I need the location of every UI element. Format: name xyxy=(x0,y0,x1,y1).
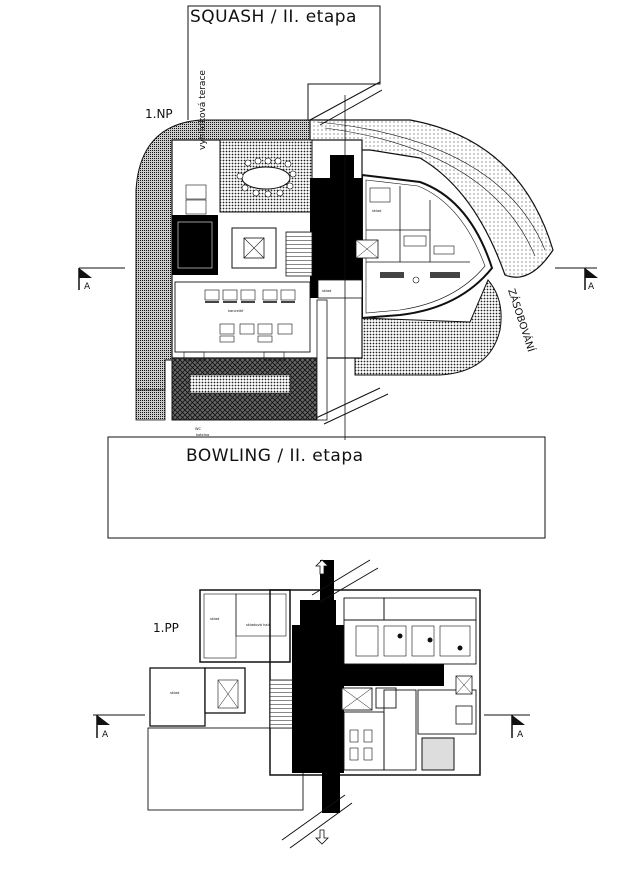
section-marker-label: A xyxy=(84,282,91,292)
floor-1pp xyxy=(147,559,481,849)
room-label: sklad xyxy=(372,209,381,213)
floor-1pp-label: 1.PP xyxy=(153,621,179,635)
floor-1np xyxy=(135,81,554,440)
section-marker-label: A xyxy=(102,730,109,740)
section-marker-label: A xyxy=(588,282,595,292)
section-marker-right-bottom xyxy=(484,714,530,738)
room-label: sklad xyxy=(322,289,331,293)
section-marker-left-bottom xyxy=(93,714,145,738)
room-label: sklad xyxy=(170,691,179,695)
room-label: kancelář xyxy=(228,309,244,313)
room-label: kotelna xyxy=(196,433,209,437)
terrace-label: vyhlídková terace xyxy=(198,70,208,150)
room-label: skladová hala xyxy=(246,623,271,627)
squash-annex-label: SQUASH / II. etapa xyxy=(190,7,357,27)
bowling-annex-label: BOWLING / II. etapa xyxy=(186,446,364,466)
section-marker-right-top xyxy=(555,267,598,290)
section-marker-label: A xyxy=(517,730,524,740)
bowling-annex xyxy=(107,436,546,539)
room-label: sklad xyxy=(210,617,219,621)
supply-label: ZÁSOBOVÁNÍ xyxy=(505,287,538,354)
floor-1np-label: 1.NP xyxy=(145,107,173,121)
squash-annex xyxy=(187,5,381,120)
room-label: WC xyxy=(195,427,202,431)
section-marker-left-top xyxy=(78,267,125,290)
